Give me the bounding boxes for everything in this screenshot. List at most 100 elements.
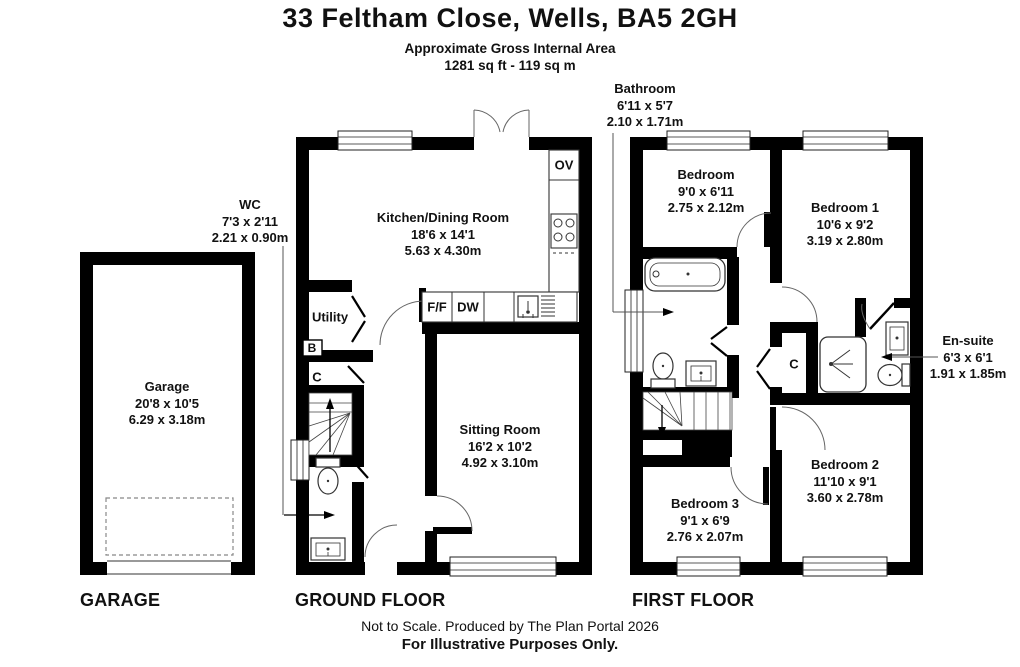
bedroom2-window bbox=[802, 556, 888, 577]
annotation-wc-metric: 2.21 x 0.90m bbox=[211, 230, 289, 245]
shower-icon bbox=[819, 336, 867, 393]
annotation-ensuite-name: En-suite bbox=[942, 333, 994, 348]
ensuite-leader bbox=[881, 353, 938, 361]
bedroom-metric: 2.75 x 2.12m bbox=[667, 200, 745, 215]
annotation-ensuite: En-suite 6'3 x 6'1 1.91 x 1.85m bbox=[930, 333, 1007, 383]
garage-door bbox=[107, 560, 231, 576]
sitting-name: Sitting Room bbox=[459, 422, 541, 437]
kitchen-door-arc bbox=[379, 300, 425, 346]
room-label-kitchen: Kitchen/Dining Room 18'6 x 14'1 5.63 x 4… bbox=[377, 210, 509, 260]
footer-illustrative: For Illustrative Purposes Only. bbox=[401, 636, 619, 653]
annotation-bathroom-name: Bathroom bbox=[614, 81, 676, 96]
garage-imperial: 20'8 x 10'5 bbox=[134, 395, 200, 411]
annotation-bathroom-metric: 2.10 x 1.71m bbox=[606, 114, 684, 129]
first-floor-doors bbox=[710, 212, 895, 505]
first-floor-windows bbox=[624, 130, 889, 577]
floor-label-ground: GROUND FLOOR bbox=[295, 590, 446, 610]
bedroom1-imperial: 10'6 x 9'2 bbox=[816, 216, 874, 232]
bathroom-leader bbox=[612, 133, 674, 316]
kitchen-name: Kitchen/Dining Room bbox=[376, 210, 510, 225]
bedroom2-metric: 3.60 x 2.78m bbox=[806, 490, 884, 505]
floor-label-garage: GARAGE bbox=[80, 590, 161, 610]
annotation-wc-name: WC bbox=[239, 197, 261, 212]
annotation-leaders bbox=[282, 133, 938, 515]
hall-fixtures bbox=[284, 339, 353, 561]
wc-window bbox=[290, 439, 310, 481]
cupboard-first-label: C bbox=[789, 356, 799, 372]
garage-metric: 6.29 x 3.18m bbox=[128, 412, 206, 427]
ensuite-toilet-icon bbox=[877, 363, 911, 387]
annotation-bathroom: Bathroom 6'11 x 5'7 2.10 x 1.71m bbox=[607, 81, 684, 131]
stairs-up-arrow bbox=[326, 398, 334, 409]
oven-label: OV bbox=[554, 157, 574, 173]
bath-icon bbox=[644, 257, 726, 292]
bedroom-name: Bedroom bbox=[677, 167, 735, 182]
bedroom1-window bbox=[802, 130, 889, 151]
bathroom-window bbox=[624, 289, 644, 373]
bathroom-toilet-icon bbox=[650, 352, 676, 389]
ground-floor-doors bbox=[347, 295, 473, 532]
room-label-bedroom2: Bedroom 2 11'10 x 9'1 3.60 x 2.78m bbox=[807, 457, 884, 507]
boiler-box bbox=[302, 339, 323, 357]
stairs-down-arrow bbox=[658, 427, 666, 437]
garage-dashed-outline bbox=[105, 497, 234, 556]
utility-label: Utility bbox=[311, 309, 349, 325]
kitchen-imperial: 18'6 x 14'1 bbox=[410, 226, 476, 242]
ground-floor-windows bbox=[290, 109, 557, 577]
fridge-freezer-label: F/F bbox=[427, 299, 447, 315]
dishwasher-label: DW bbox=[457, 299, 479, 315]
bedroom3-metric: 2.76 x 2.07m bbox=[666, 529, 744, 544]
subtitle: Approximate Gross Internal Area bbox=[404, 41, 616, 56]
kitchen-counter bbox=[421, 291, 578, 323]
bathroom-sink-icon bbox=[685, 360, 717, 387]
ensuite-door bbox=[869, 302, 895, 330]
stairs-first bbox=[642, 391, 733, 437]
front-door bbox=[364, 524, 398, 575]
kitchen-fixtures bbox=[421, 149, 580, 323]
utility-bifold-door bbox=[351, 295, 366, 343]
room-label-bedroom1: Bedroom 1 10'6 x 9'2 3.19 x 2.80m bbox=[807, 200, 884, 250]
room-label-sitting-room: Sitting Room 16'2 x 10'2 4.92 x 3.10m bbox=[460, 422, 541, 472]
bedroom-door-arc bbox=[736, 212, 772, 248]
stairs-ground bbox=[308, 392, 353, 456]
kitchen-window bbox=[337, 130, 413, 151]
garage-plan bbox=[80, 252, 255, 576]
landing-cupboard-bifold-door bbox=[756, 348, 771, 390]
floor-label-first: FIRST FLOOR bbox=[632, 590, 755, 610]
bedroom3-imperial: 9'1 x 6'9 bbox=[680, 512, 730, 528]
bedroom1-metric: 3.19 x 2.80m bbox=[806, 233, 884, 248]
garage-name: Garage bbox=[144, 379, 190, 394]
ground-floor-walls bbox=[296, 137, 592, 575]
bedroom3-door-arc bbox=[730, 466, 769, 505]
annotation-wc: WC 7'3 x 2'11 2.21 x 0.90m bbox=[212, 197, 289, 247]
bedroom2-name: Bedroom 2 bbox=[811, 457, 879, 472]
bedroom2-door-arc bbox=[781, 406, 826, 451]
entry-arrow bbox=[284, 511, 335, 519]
room-label-bedroom: Bedroom 9'0 x 6'11 2.75 x 2.12m bbox=[668, 167, 745, 217]
ensuite-sink-icon bbox=[885, 321, 909, 356]
kitchen-metric: 5.63 x 4.30m bbox=[404, 243, 482, 258]
bedroom3-name: Bedroom 3 bbox=[671, 496, 739, 511]
cupboard-door bbox=[347, 365, 365, 384]
annotation-bathroom-imperial: 6'11 x 5'7 bbox=[616, 97, 674, 113]
annotation-ensuite-metric: 1.91 x 1.85m bbox=[929, 366, 1007, 381]
hob-icon bbox=[550, 213, 578, 254]
sitting-room-window bbox=[449, 556, 557, 577]
room-label-garage: Garage 20'8 x 10'5 6.29 x 3.18m bbox=[129, 379, 206, 429]
sitting-imperial: 16'2 x 10'2 bbox=[467, 438, 533, 454]
bedroom1-door-arc bbox=[781, 286, 818, 323]
bedroom1-name: Bedroom 1 bbox=[811, 200, 879, 215]
first-floor-fixtures bbox=[642, 257, 911, 437]
sitting-room-door-arc bbox=[436, 495, 473, 532]
footer-disclaimer: Not to Scale. Produced by The Plan Porta… bbox=[361, 618, 659, 634]
kitchen-sink-icon bbox=[517, 295, 555, 318]
boiler-label: B bbox=[307, 341, 317, 355]
bedroom3-window bbox=[676, 556, 741, 577]
ensuite-door-arc bbox=[861, 303, 871, 330]
annotation-wc-imperial: 7'3 x 2'11 bbox=[221, 213, 279, 229]
bedroom2-imperial: 11'10 x 9'1 bbox=[813, 473, 877, 489]
french-doors bbox=[473, 109, 530, 150]
wc-door bbox=[351, 459, 369, 479]
